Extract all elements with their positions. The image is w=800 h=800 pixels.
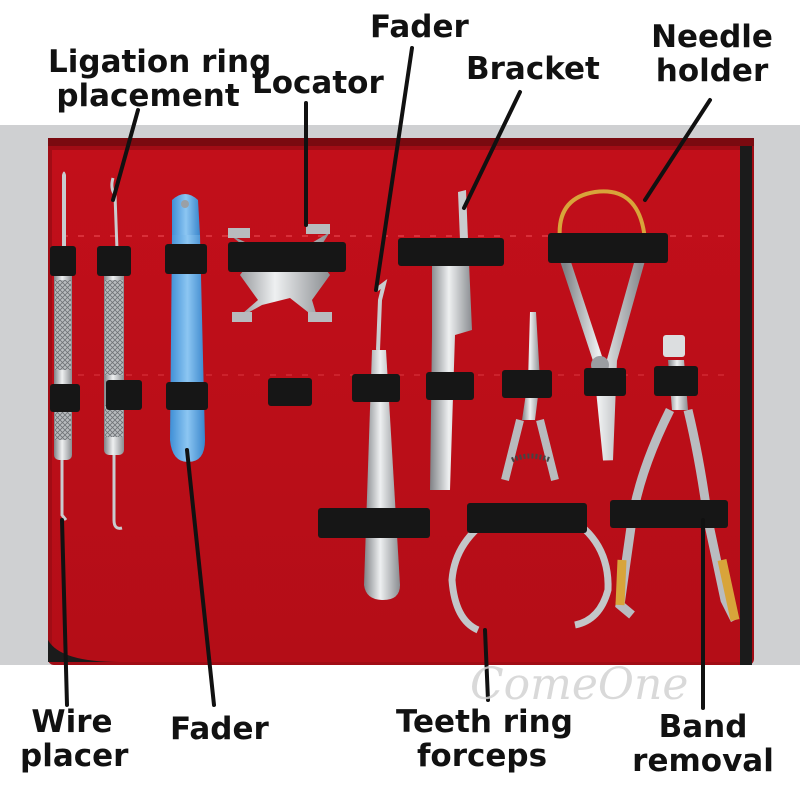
watermark: ComeOne [470, 660, 740, 710]
label-band-line2: removal [632, 743, 774, 779]
leader-needle-holder [643, 98, 712, 202]
label-wire-placer: Wire placer [20, 704, 129, 774]
leader-wire-placer [60, 518, 69, 707]
leader-forceps [483, 628, 490, 702]
label-fader-top-text: Fader [370, 9, 469, 45]
label-needle-holder: Needle holder [650, 20, 774, 88]
label-band-removal: Band removal [618, 710, 788, 778]
label-ligation-line2: placement [56, 78, 240, 114]
blue-fader-tool [170, 194, 205, 462]
label-fader-top: Fader [370, 9, 469, 45]
label-locator-text: Locator [252, 65, 384, 101]
label-bracket: Bracket [466, 51, 600, 87]
label-locator: Locator [252, 65, 384, 101]
label-ligation-line1: Ligation ring [48, 44, 272, 80]
label-needle-line1: Needle [651, 19, 773, 55]
label-needle-line2: holder [655, 53, 769, 89]
label-bracket-text: Bracket [466, 51, 600, 87]
elastic-straps [50, 233, 728, 538]
zipper-right [740, 145, 752, 665]
label-wire-line2: placer [20, 738, 129, 774]
label-fader-bottom-text: Fader [170, 711, 269, 747]
label-forceps-line2: forceps [416, 738, 548, 774]
label-band-line1: Band [658, 709, 748, 745]
leader-fader-bottom [185, 448, 216, 707]
label-wire-line1: Wire [31, 704, 113, 740]
label-ligation-ring-placement: Ligation ring placement [48, 44, 272, 114]
leader-bracket [462, 90, 522, 210]
leader-lines [60, 46, 712, 710]
watermark-text: ComeOne [470, 659, 689, 710]
label-teeth-ring-forceps: Teeth ring forceps [396, 704, 573, 774]
label-forceps-line1: Teeth ring [396, 704, 573, 740]
leader-ligation [111, 108, 140, 202]
case-body [48, 138, 754, 665]
label-fader-bottom: Fader [170, 711, 269, 747]
zipper-top [48, 138, 754, 146]
leader-fader-top [374, 46, 414, 292]
